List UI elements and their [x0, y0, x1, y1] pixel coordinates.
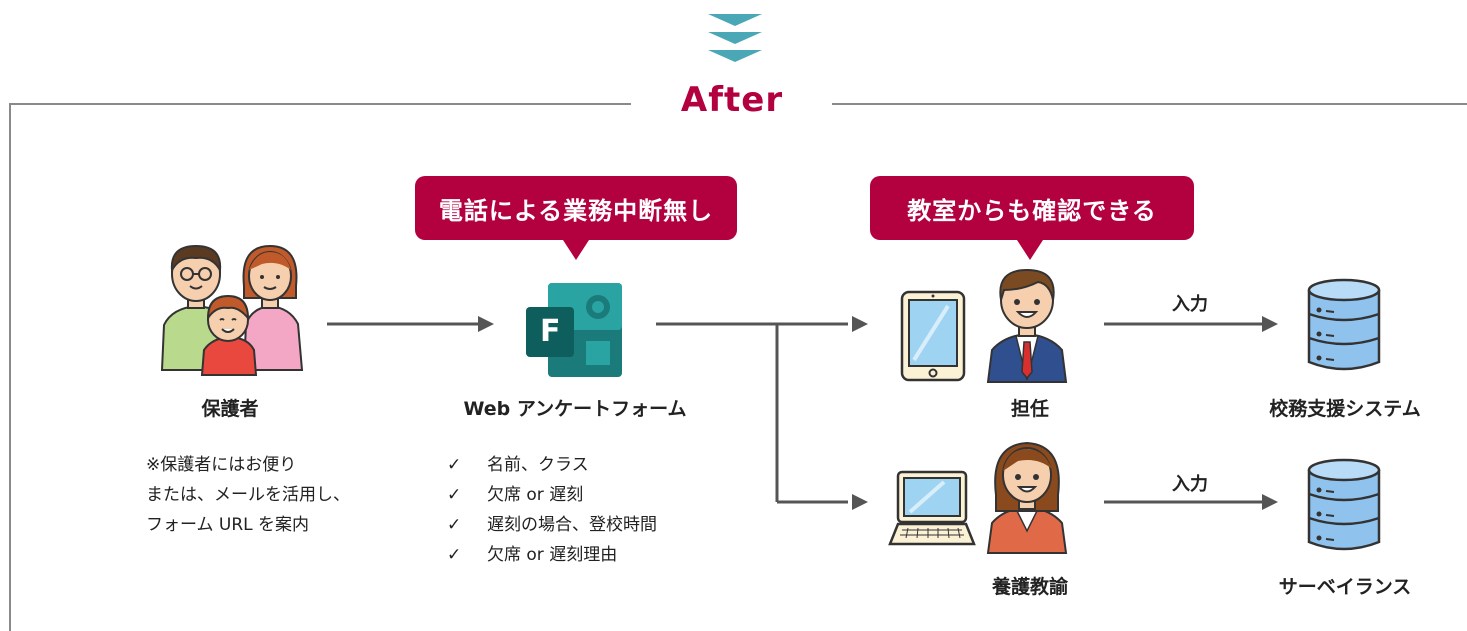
input-label-top: 入力	[1172, 294, 1208, 315]
chevron-down-icon	[708, 14, 762, 62]
homeroom-label: 担任	[1010, 398, 1049, 420]
parents-family-icon	[160, 244, 304, 376]
arrowhead	[852, 316, 868, 332]
arrowhead	[1262, 316, 1278, 332]
checklist-item: ✓ 欠席 or 遅刻	[447, 480, 657, 510]
parents-note: ※保護者にはお便り または、メールを活用し、 フォーム URL を案内	[146, 450, 350, 540]
tablet-icon	[900, 290, 966, 382]
school-nurse-icon	[986, 441, 1068, 554]
database-icon	[1307, 278, 1381, 371]
parents-note-line: ※保護者にはお便り	[146, 455, 297, 475]
arrowhead	[478, 316, 494, 332]
school-system-label: 校務支援システム	[1269, 398, 1421, 420]
checklist-item: ✓ 欠席 or 遅刻理由	[447, 540, 657, 570]
checklist-item-label: 名前、クラス	[487, 455, 589, 475]
arrowhead	[1262, 494, 1278, 510]
surveillance-label: サーベイランス	[1278, 576, 1412, 598]
frame-left-line	[9, 103, 11, 631]
forms-app-icon	[526, 283, 622, 377]
parents-note-line: フォーム URL を案内	[146, 515, 310, 535]
laptop-icon	[888, 470, 976, 546]
frame-top-left-line	[9, 103, 631, 105]
nurse-label: 養護教諭	[991, 576, 1068, 598]
form-checklist: ✓ 名前、クラス ✓ 欠席 or 遅刻 ✓ 遅刻の場合、登校時間 ✓ 欠席 or 遅刻理…	[447, 450, 657, 570]
check-icon: ✓	[447, 545, 462, 565]
checklist-item: ✓ 名前、クラス	[447, 450, 657, 480]
parents-label: 保護者	[201, 398, 259, 420]
forms-icon-letter: F	[540, 314, 561, 349]
input-label-bottom: 入力	[1172, 474, 1208, 495]
homeroom-teacher-icon	[986, 268, 1068, 383]
checklist-item-label: 遅刻の場合、登校時間	[487, 515, 657, 535]
check-icon: ✓	[447, 455, 462, 475]
callout-classroom-check: 教室からも確認できる	[870, 176, 1194, 240]
section-title: After	[680, 80, 784, 120]
check-icon: ✓	[447, 515, 462, 535]
checklist-item: ✓ 遅刻の場合、登校時間	[447, 510, 657, 540]
callout-tail-left	[563, 240, 589, 260]
frame-top-right-line	[832, 103, 1467, 105]
check-icon: ✓	[447, 485, 462, 505]
database-icon	[1307, 458, 1381, 551]
checklist-item-label: 欠席 or 遅刻	[487, 485, 584, 505]
callout-tail-right	[1017, 240, 1043, 260]
form-label: Web アンケートフォーム	[463, 398, 687, 420]
callout-no-interruption: 電話による業務中断無し	[415, 176, 737, 240]
parents-note-line: または、メールを活用し、	[146, 485, 350, 505]
checklist-item-label: 欠席 or 遅刻理由	[487, 545, 618, 565]
arrowhead	[852, 494, 868, 510]
